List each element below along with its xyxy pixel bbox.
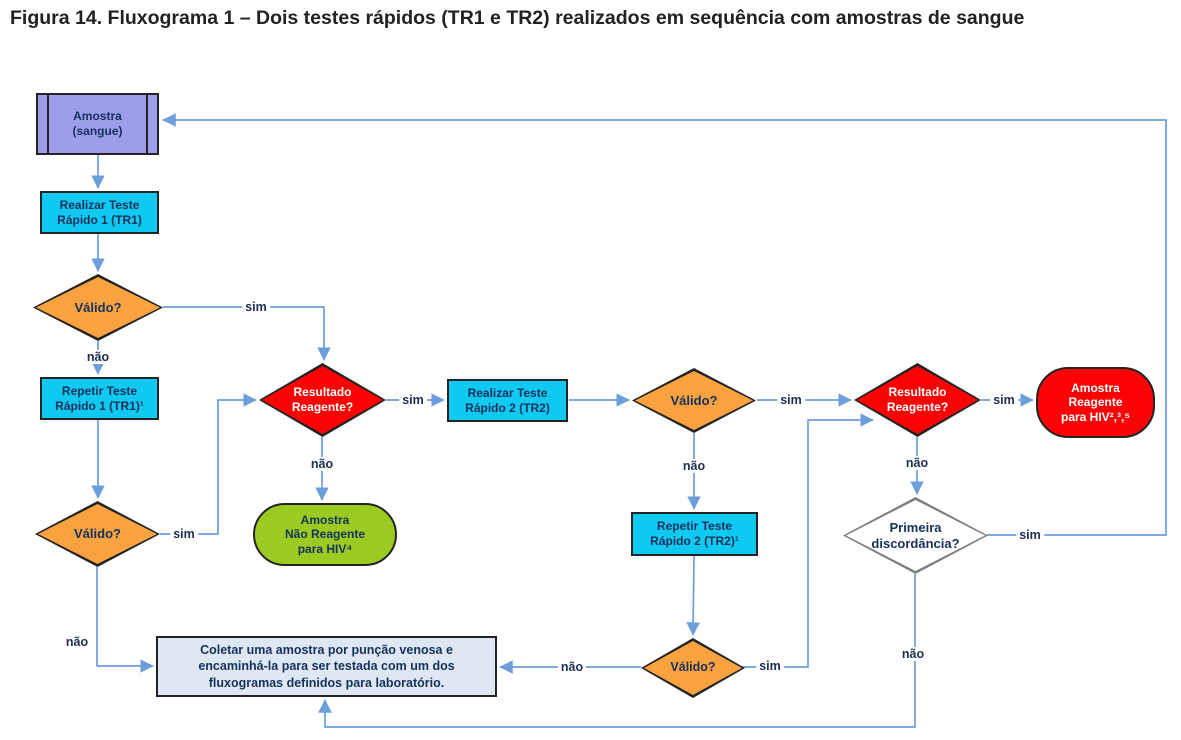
predefined-bar-left <box>47 95 49 153</box>
node-label: Realizar Teste Rápido 2 (TR2) <box>465 385 550 415</box>
node-label: Coletar uma amostra por punção venosa e … <box>198 643 455 690</box>
node-decision-resultado-reagente-1: Resultado Reagente? <box>259 363 386 437</box>
node-coletar-amostra: Coletar uma amostra por punção venosa e … <box>156 636 497 697</box>
node-label: Válido? <box>74 299 122 315</box>
predefined-bar-right <box>146 95 148 153</box>
node-amostra-nao-reagente: Amostra Não Reagente para HIV⁴ <box>253 503 397 566</box>
edge-label-valido3-sim: sim <box>170 527 198 541</box>
edge-label-primeira-sim: sim <box>1016 528 1044 542</box>
node-realizar-tr1: Realizar Teste Rápido 1 (TR1) <box>40 191 159 234</box>
node-label: Repetir Teste Rápido 2 (TR2)¹ <box>650 519 739 548</box>
node-repetir-tr2: Repetir Teste Rápido 2 (TR2)¹ <box>631 512 758 556</box>
node-label: Primeira discordância? <box>871 519 960 551</box>
edge-label-primeira-nao: não <box>898 647 928 661</box>
node-decision-valido-2: Válido? <box>632 368 756 433</box>
node-label: Resultado Reagente? <box>886 385 949 414</box>
node-label: Amostra Reagente para HIV²,³,⁵ <box>1061 380 1130 424</box>
node-label: Amostra (sangue) <box>72 109 123 138</box>
node-decision-valido-1: Válido? <box>33 274 163 341</box>
node-label: Resultado Reagente? <box>291 385 354 414</box>
edge-label-rr2-nao: não <box>902 456 932 470</box>
figure-title: Figura 14. Fluxograma 1 – Dois testes rá… <box>10 7 1025 29</box>
edge-label-valido2-sim: sim <box>777 393 805 407</box>
node-label: Válido? <box>74 526 121 542</box>
node-label: Amostra Não Reagente para HIV⁴ <box>284 512 366 556</box>
node-amostra-reagente: Amostra Reagente para HIV²,³,⁵ <box>1036 367 1155 438</box>
edge-label-valido4-nao: não <box>557 660 587 674</box>
edge-label-valido1-nao: não <box>83 350 113 364</box>
edge-label-valido2-nao: não <box>679 459 709 473</box>
node-amostra-sangue: Amostra (sangue) <box>36 93 159 155</box>
node-repetir-tr1: Repetir Teste Rápido 1 (TR1)¹ <box>40 377 159 420</box>
edge-label-rr1-sim: sim <box>399 393 427 407</box>
node-realizar-tr2: Realizar Teste Rápido 2 (TR2) <box>447 379 568 422</box>
edge-label-valido3-nao: não <box>62 635 92 649</box>
node-decision-valido-3: Válido? <box>35 501 160 567</box>
node-decision-primeira-discordancia: Primeira discordância? <box>843 497 988 574</box>
node-decision-valido-4: Válido? <box>641 638 745 698</box>
node-label: Repetir Teste Rápido 1 (TR1)¹ <box>55 383 144 413</box>
edge-label-valido4-sim: sim <box>756 659 784 673</box>
edge-label-valido1-sim: sim <box>242 300 270 314</box>
edge-label-rr2-sim: sim <box>990 393 1018 407</box>
node-decision-resultado-reagente-2: Resultado Reagente? <box>854 363 981 437</box>
node-label: Realizar Teste Rápido 1 (TR1) <box>57 197 142 227</box>
node-label: Válido? <box>670 392 718 408</box>
node-label: Válido? <box>670 660 716 675</box>
edge-label-rr1-nao: não <box>307 457 337 471</box>
